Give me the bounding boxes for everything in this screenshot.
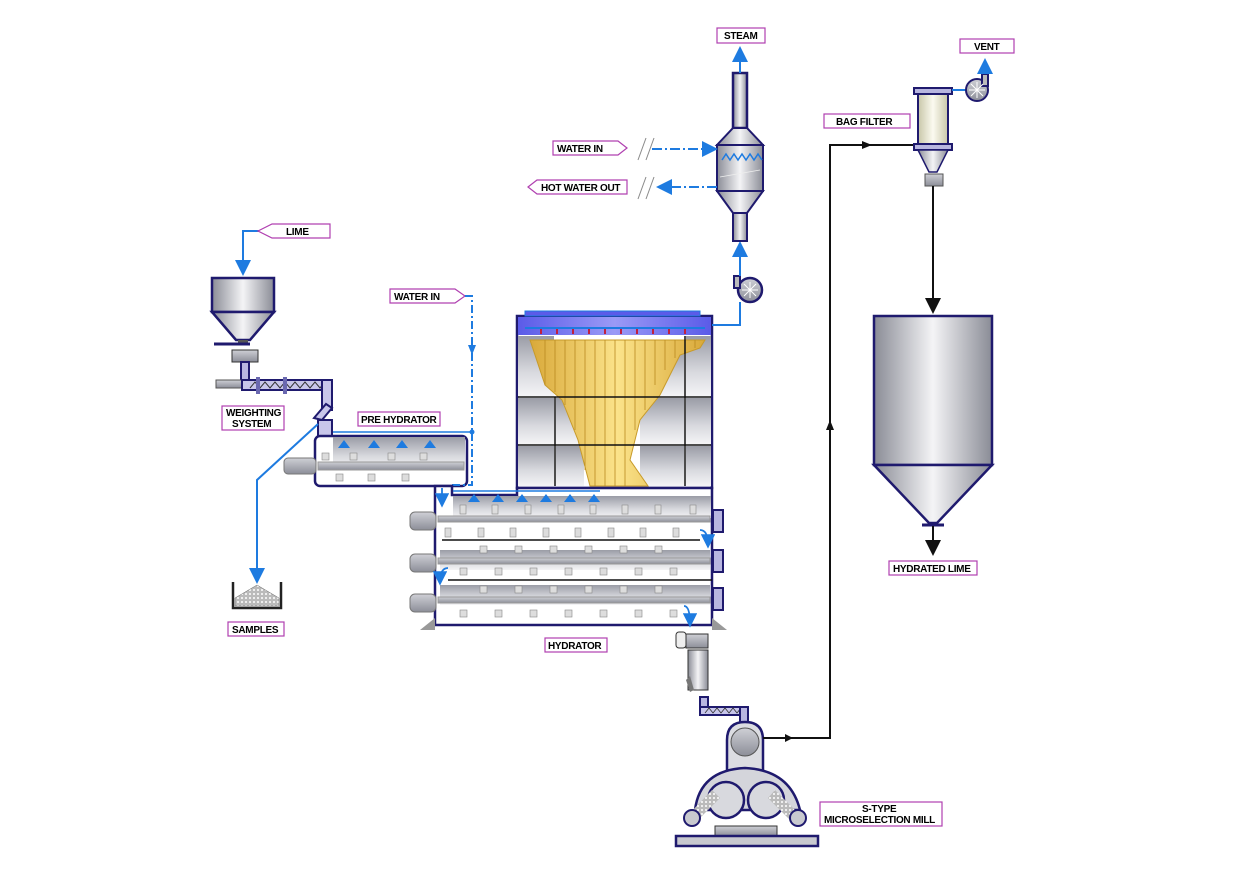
fan-2 [965,73,989,102]
svg-text:WEIGHTING: WEIGHTING [226,408,282,419]
hydrated-lime-silo [871,314,995,527]
svg-text:VENT: VENT [974,42,1000,53]
steam-label: STEAM [716,27,766,44]
filter-bags [529,339,706,487]
svg-text:S-TYPE: S-TYPE [862,804,897,815]
hydrator-label: HYDRATOR [548,641,602,652]
lime-label-text: LIME [286,227,309,238]
hydrated-lime-label: HYDRATED LIME [888,560,978,576]
pre-hydrator-label: PRE HYDRATOR [361,415,438,426]
lime-feed-group: LIME WEIGHTING SYSTEM [209,223,334,584]
lime-feed-line [235,230,260,276]
lime-hopper [209,276,277,363]
scrubber [714,71,766,242]
weighting-screw-conveyor [215,361,334,439]
water-line [452,295,473,486]
svg-text:HYDRATED LIME: HYDRATED LIME [893,564,971,575]
water-in-prehydrator: WATER IN [389,288,476,486]
weighting-system-label: WEIGHTING SYSTEM [221,405,285,431]
product-line [763,144,915,739]
hot-water-out: HOT WATER OUT [527,176,717,200]
lime-label: LIME [256,223,331,239]
water-in-label: WATER IN [394,292,440,303]
vent-label: VENT [959,38,1015,54]
svg-text:SYSTEM: SYSTEM [232,419,271,430]
mill-feeder [675,631,749,726]
s-type-mill: S-TYPE MICROSELECTION MILL [674,720,943,848]
svg-text:HOT WATER OUT: HOT WATER OUT [541,183,620,194]
hydrator-motors [409,509,724,613]
svg-text:WATER IN: WATER IN [557,144,603,155]
dust-filter-chamber [515,310,714,490]
bag-filter-label: BAG FILTER [836,117,893,128]
pre-hydrator: PRE HYDRATOR [283,411,472,488]
water-in-scrubber: WATER IN [552,137,718,161]
gas-line-to-fan [712,302,741,326]
bag-filter: BAG FILTER [823,87,953,187]
hydrator: HYDRATOR [409,484,727,653]
svg-text:MICROSELECTION MILL: MICROSELECTION MILL [824,815,935,826]
samples-label: SAMPLES [232,625,279,636]
samples-line [249,423,319,584]
fan-1 [733,275,764,304]
samples-container: SAMPLES [227,582,285,637]
svg-text:STEAM: STEAM [724,31,758,42]
